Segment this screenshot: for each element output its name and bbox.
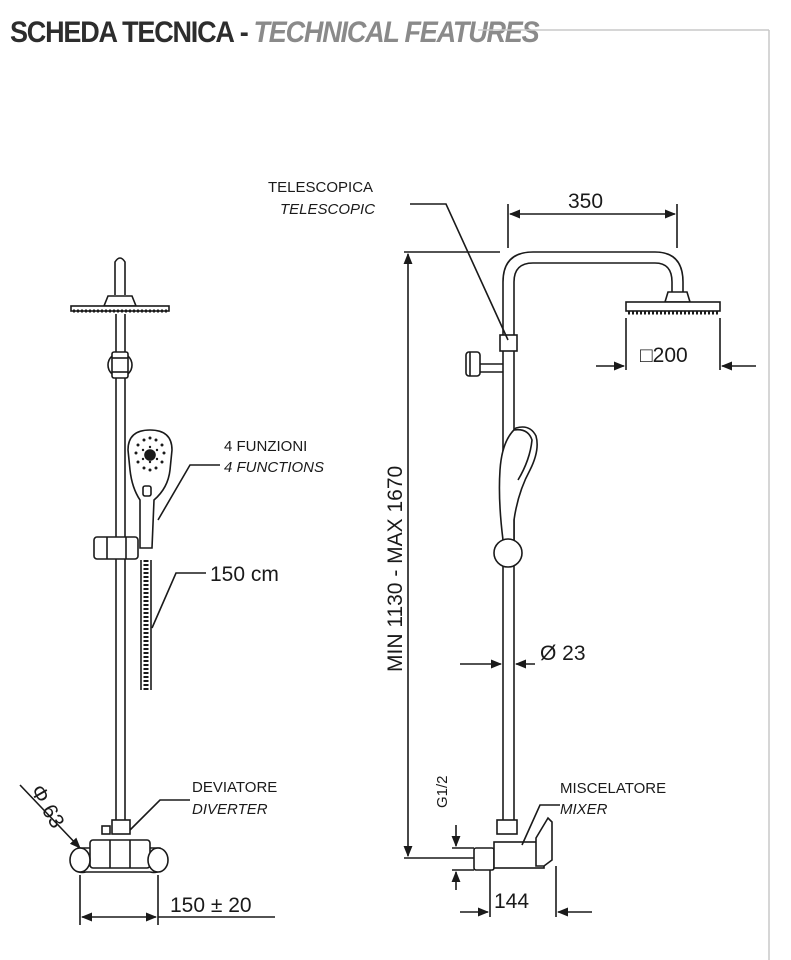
mixer-label-it: MISCELATORE bbox=[560, 780, 666, 797]
telescopic-label-en: TELESCOPIC bbox=[280, 201, 375, 218]
wall-offset-label: 144 bbox=[494, 890, 529, 913]
mixer-body-front bbox=[69, 839, 169, 874]
shower-hose bbox=[140, 560, 152, 690]
mixer-leader bbox=[521, 804, 560, 846]
diverter-front bbox=[101, 819, 131, 835]
head-size-label: □200 bbox=[640, 344, 688, 367]
title-separator: - bbox=[239, 16, 249, 49]
hose-leader bbox=[151, 572, 206, 629]
page-frame bbox=[478, 29, 770, 960]
thread-label: G1/2 bbox=[434, 775, 451, 808]
pipe-diameter-label: Ø 23 bbox=[540, 642, 586, 665]
hose-length-label: 150 cm bbox=[210, 563, 279, 586]
wall-bracket bbox=[107, 351, 133, 379]
slider-holder bbox=[93, 536, 139, 560]
shower-arm bbox=[502, 251, 684, 292]
head-connector bbox=[663, 291, 692, 303]
side-view bbox=[403, 203, 756, 917]
base-diameter-line bbox=[19, 784, 81, 849]
top-stub bbox=[114, 257, 126, 295]
rain-shower-head-side bbox=[625, 301, 721, 315]
side-wall-bracket bbox=[465, 351, 503, 377]
diverter-label-en: DIVERTER bbox=[192, 801, 268, 818]
title-italian: SCHEDA TECNICA bbox=[10, 16, 235, 49]
base-diameter-label: Φ 63 bbox=[26, 781, 69, 832]
rain-shower-head-front bbox=[70, 295, 170, 313]
side-slider-knob bbox=[493, 538, 523, 568]
center-distance-label: 150 ± 20 bbox=[170, 894, 252, 917]
telescopic-joint bbox=[499, 334, 518, 352]
height-range-label: MIN 1130 - MAX 1670 bbox=[384, 466, 407, 672]
title-english: TECHNICAL FEATURES bbox=[253, 16, 540, 49]
arm-length-label: 350 bbox=[568, 190, 603, 213]
functions-label-en: 4 FUNCTIONS bbox=[224, 459, 324, 476]
hand-shower-side bbox=[498, 426, 538, 541]
functions-leader bbox=[157, 464, 220, 521]
telescopic-label-it: TELESCOPICA bbox=[268, 179, 373, 196]
mixer-label-en: MIXER bbox=[560, 801, 608, 818]
hand-shower-front bbox=[127, 429, 173, 549]
diverter-label-it: DEVIATORE bbox=[192, 779, 277, 796]
front-view bbox=[19, 257, 275, 925]
page-header: SCHEDA TECNICA - TECHNICAL FEATURES bbox=[10, 16, 540, 53]
functions-label-it: 4 FUNZIONI bbox=[224, 438, 307, 455]
mixer-body-side bbox=[473, 816, 553, 871]
telescopic-leader bbox=[410, 203, 509, 341]
diverter-leader bbox=[129, 799, 190, 831]
